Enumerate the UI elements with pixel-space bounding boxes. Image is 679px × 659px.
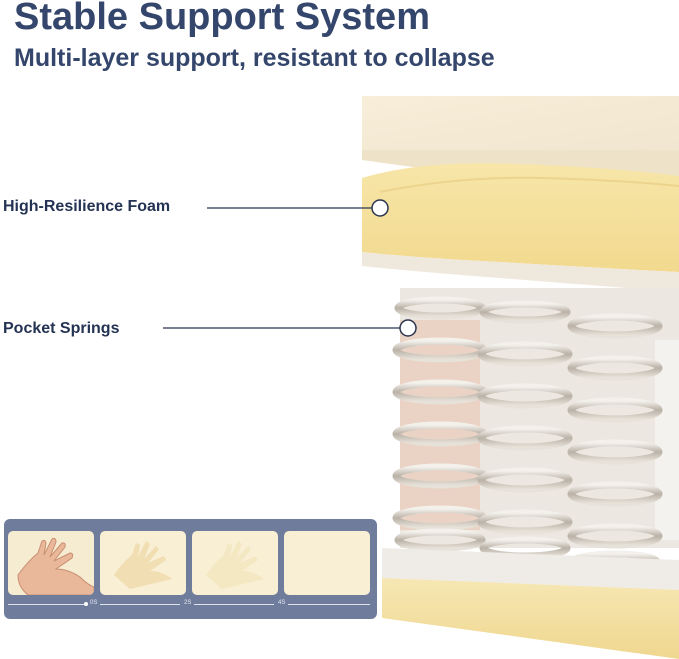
- callout-line-springs: [163, 319, 417, 337]
- tick-label-4s: 4S: [278, 600, 286, 606]
- spring-coil-middle: [477, 300, 573, 560]
- callout-line-foam: [207, 199, 389, 217]
- tick-label-0s: 0S: [90, 600, 98, 606]
- tick-dot-0: [84, 602, 88, 606]
- imprint-fading-frame: [192, 531, 278, 595]
- callout-label-springs: Pocket Springs: [3, 320, 120, 337]
- fully-recovered-frame: [284, 531, 370, 595]
- pocket-springs: [392, 296, 663, 574]
- callout-label-foam: High-Resilience Foam: [3, 198, 171, 215]
- hand-press-frame: [8, 531, 94, 595]
- hand-imprint-frame: [100, 531, 186, 595]
- page-title: Stable Support System: [14, 0, 430, 38]
- rebound-timeline-panel: 0S 2S 4S: [4, 519, 377, 619]
- tick-label-2s: 2S: [184, 600, 192, 606]
- base-layers: [382, 548, 679, 659]
- high-resilience-foam-layer: [362, 163, 679, 292]
- page-subtitle: Multi-layer support, resistant to collap…: [14, 44, 495, 72]
